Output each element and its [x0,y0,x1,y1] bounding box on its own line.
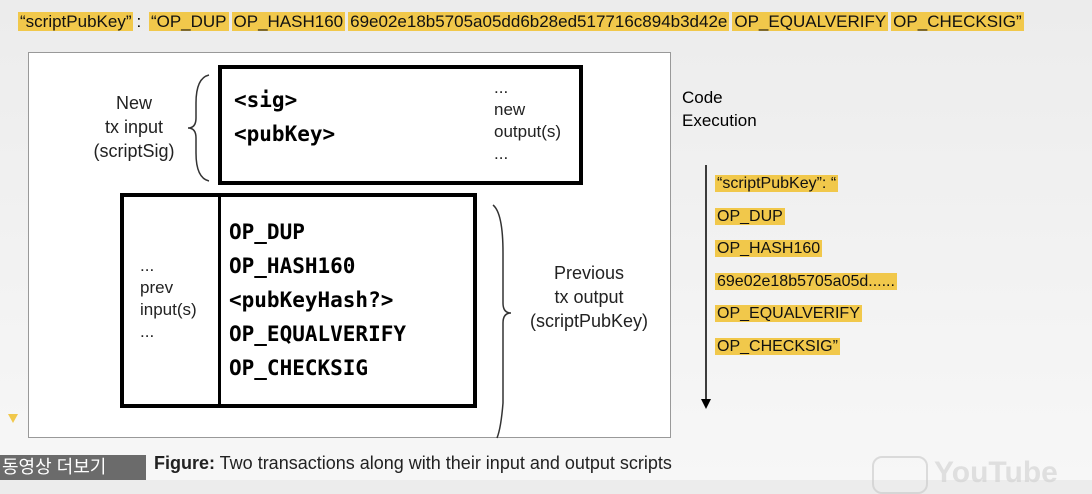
text: ... [140,256,155,275]
op: OP_EQUALVERIFY [229,322,407,346]
label-line: (scriptPubKey) [529,311,649,331]
text: new [494,100,526,119]
caption-text: Two transactions along with their input … [215,453,672,473]
brand: YouTube [934,456,1058,489]
op: OP_HASH160 [229,254,356,278]
text: ... [140,322,155,341]
arrow-down-icon [701,165,711,409]
marker-icon [8,414,18,423]
more-videos-button[interactable]: 동영상 더보기 [0,455,146,480]
script-pubkey-box: OP_DUP OP_HASH160 <pubKeyHash?> OP_EQUAL… [218,193,477,408]
execution-list: “scriptPubKey”: “ OP_DUP OP_HASH160 69e0… [715,168,897,363]
text: output(s) [494,122,562,141]
more-videos-label: 동영상 더보기 [2,457,107,477]
script-sig-box: <sig> <pubKey> [218,65,484,185]
pubkey: <pubKey> [234,122,336,146]
youtube-logo[interactable]: YouTube [872,456,1058,494]
title-line: Code [682,88,723,107]
exec-item: “scriptPubKey”: “ [715,175,839,192]
sig: <sig> [234,88,298,112]
op-dup: “OP_DUP [148,12,229,31]
brace-icon [187,74,210,182]
label-line: tx input [104,117,164,137]
text: ... [494,78,509,97]
title-line: Execution [682,111,757,130]
new-outputs-box: ... new output(s) ... [480,65,583,185]
brace-icon [492,204,512,439]
exec-item: 69e02e18b5705a05d...... [715,272,897,290]
text: ... [494,144,509,163]
prev-output-label: Previous tx output (scriptPubKey) [514,261,664,333]
op: OP_CHECKSIG [229,356,369,380]
exec-item: OP_HASH160 [715,240,823,257]
new-input-label: New tx input (scriptSig) [79,91,189,163]
exec-item: OP_CHECKSIG” [715,337,840,355]
exec-item: OP_EQUALVERIFY [715,305,862,322]
pubkey-hash: 69e02e18b5705a05dd6b28ed517716c894b3d42e [348,12,730,31]
label-line: tx output [554,287,624,307]
op-hash160: OP_HASH160 [231,12,346,31]
execution-title: Code Execution [682,86,757,132]
label-line: Previous [553,263,625,283]
text: prev [140,278,174,297]
exec-item: OP_DUP [715,207,785,225]
op: OP_DUP [229,220,305,244]
text: input(s) [140,300,197,319]
op-equalverify: OP_EQUALVERIFY [732,12,889,31]
label-line: (scriptSig) [93,141,175,161]
prev-inputs-box: ... prev input(s) ... [120,193,222,408]
figure: New tx input (scriptSig) <sig> <pubKey> … [28,52,671,439]
op: <pubKeyHash?> [229,288,394,312]
key: “scriptPubKey” [18,12,134,31]
label-line: New [115,93,152,113]
caption-bold: Figure: [154,453,215,473]
figure-caption: Figure: Two transactions along with thei… [154,453,672,474]
colon: : [136,12,146,31]
op-checksig: OP_CHECKSIG” [891,12,1024,31]
